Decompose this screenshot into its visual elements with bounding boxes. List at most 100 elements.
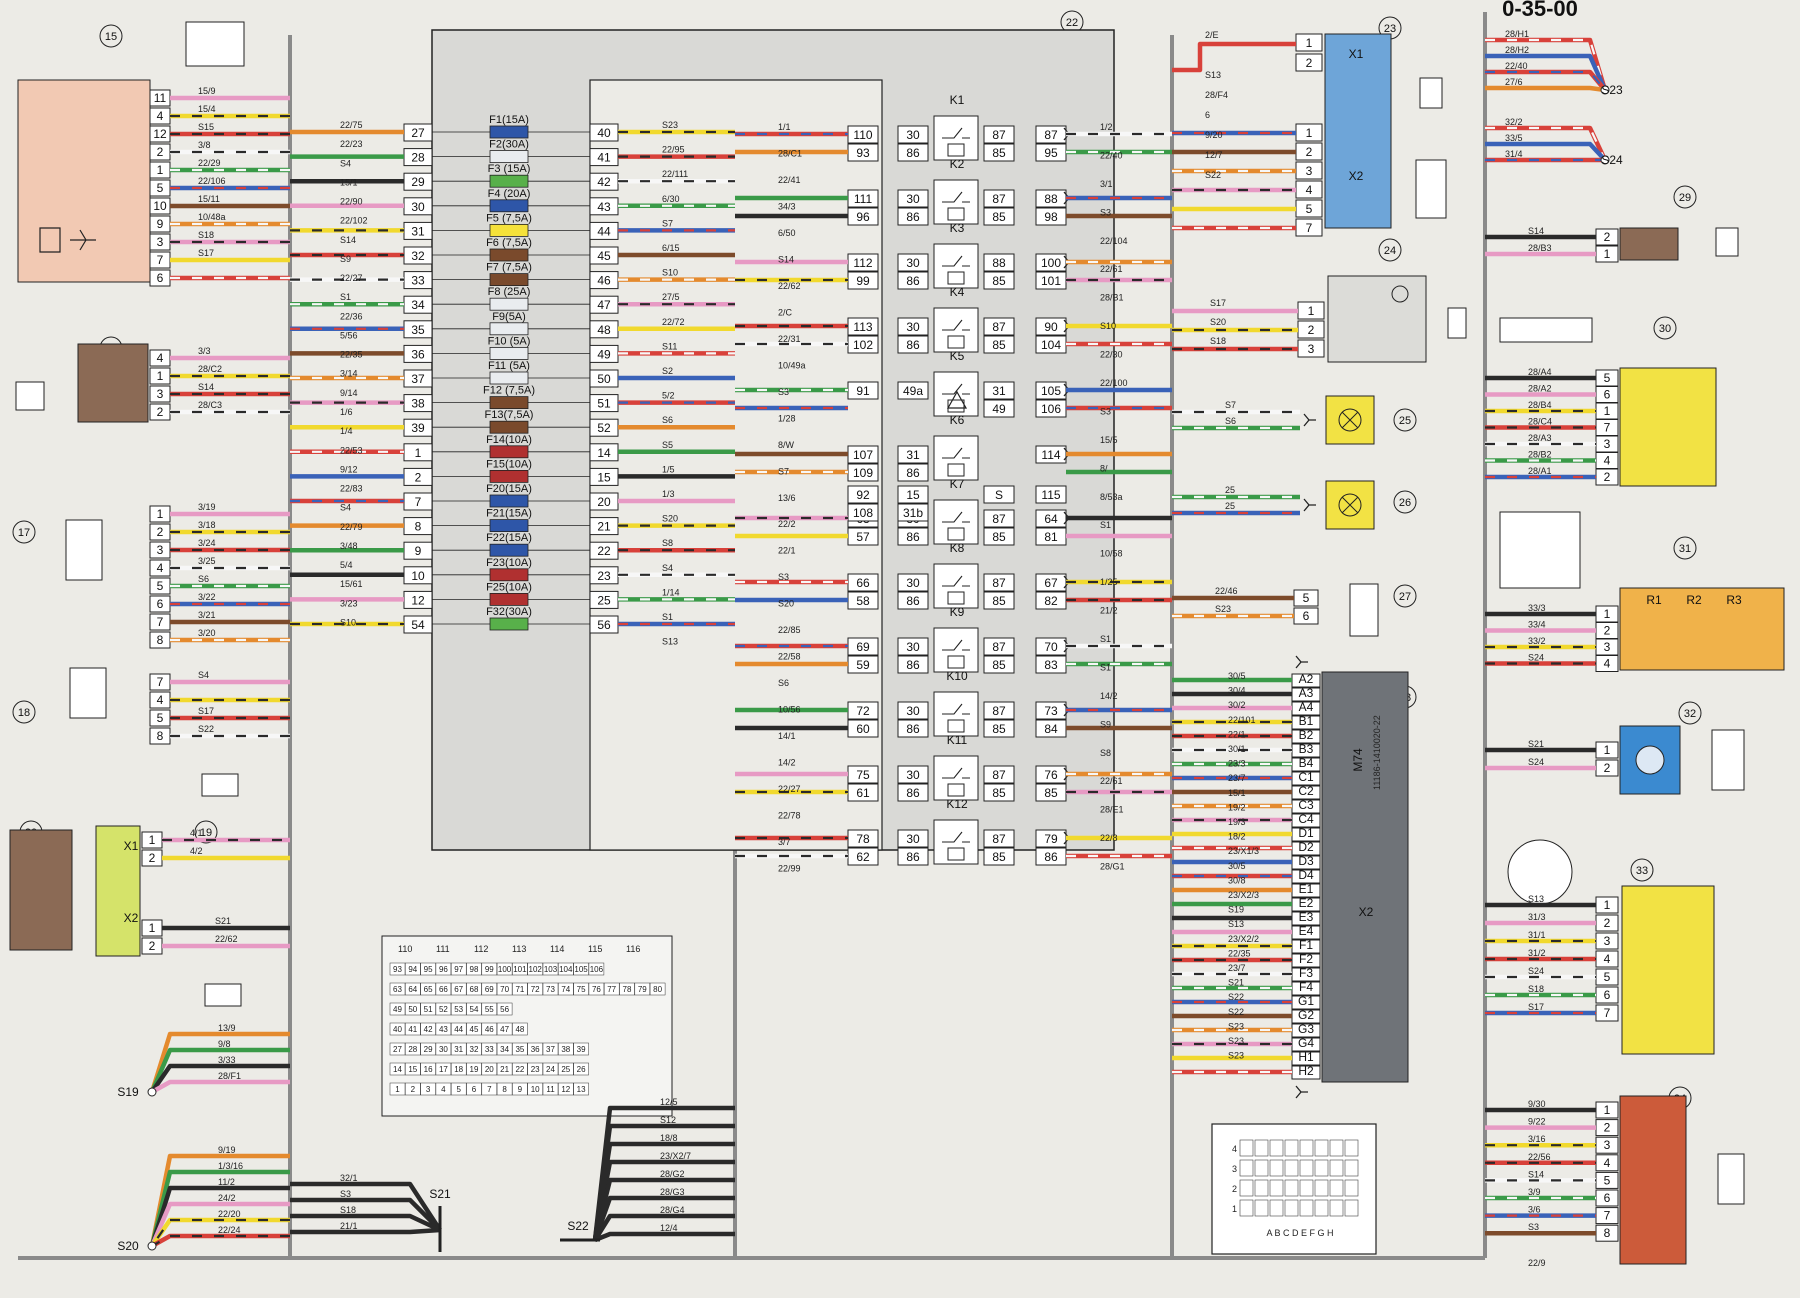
ecu-grid-cell-1-4 [1299, 1159, 1314, 1177]
relay-K7-pin-o1-label: 87 [992, 512, 1006, 526]
fuse-matrix-num-6-8: 9 [518, 1085, 523, 1094]
relay-K3-pin-o2-label: 85 [992, 274, 1006, 288]
relay-K3-pin-l2-label: 99 [856, 274, 870, 288]
relay-K9-contact-icon [942, 639, 970, 651]
c17-wire-label-7: 3/20 [198, 628, 216, 638]
ecu-wire-label-23: S22 [1228, 1007, 1244, 1017]
relay-K8-pin-r2-label: 82 [1044, 594, 1058, 608]
fuse-matrix-cell-6-4 [450, 1082, 467, 1096]
relay-out-wire-label-25: 22/8 [1100, 833, 1118, 843]
fuse-15-label: F20(15A) [486, 483, 532, 495]
fuse-matrix-cell-4-0 [389, 1042, 406, 1056]
relay-out-wire-label-20: 14/2 [1100, 691, 1118, 701]
fuse-matrix-num-4-8: 35 [515, 1045, 524, 1054]
fuse-matrix-cell-6-7 [496, 1082, 513, 1096]
callout-number-26: 26 [1399, 497, 1411, 509]
s20-label: S20 [117, 1239, 139, 1253]
relay-K8-name: K8 [950, 541, 965, 555]
ecu-wire-label-6: 23/3 [1228, 759, 1246, 769]
s22-wire-label-2: 18/8 [660, 1133, 678, 1143]
relay-K9-coil-icon [947, 655, 965, 669]
c33-pin-5-label: 6 [1604, 988, 1611, 1002]
relay-in-wire-label-9: 10/49a [778, 360, 806, 370]
ecu-pin-A3-label: A3 [1299, 686, 1314, 700]
c19-pinout-icon [204, 983, 242, 1007]
block-left-pin-37-label: 37 [411, 372, 425, 386]
c30-pin-2-label: 1 [1604, 404, 1611, 418]
relay-K8-pin-o2 [983, 591, 1015, 610]
fuse-matrix-num-2-1: 50 [408, 1005, 417, 1014]
c23-pinout-icon-2 [1415, 159, 1447, 219]
relay-K12-pin-r2-label: 86 [1044, 850, 1058, 864]
block-left-pin-29-label: 29 [411, 175, 425, 189]
relay-out-wire-label-10: S3 [1100, 406, 1111, 416]
fuse-matrix-cell-1-8 [512, 982, 528, 996]
fuse-matrix-num-6-2: 3 [426, 1085, 431, 1094]
ecu-grid-cell-2-4 [1299, 1179, 1314, 1197]
c29-pin-0-label: 2 [1604, 230, 1611, 244]
relay-K10-name: K10 [946, 669, 968, 683]
c32-pin-0-label: 1 [1604, 743, 1611, 757]
c34-pin-7-label: 8 [1604, 1226, 1611, 1240]
c23x2-pin-5-label: 7 [1306, 221, 1313, 235]
relay-K5-name: K5 [950, 349, 965, 363]
c24-pin-0-label: 1 [1308, 304, 1315, 318]
relay-K2-coil-box [933, 179, 979, 225]
relay-out-wire-label-6: 28/B1 [1100, 293, 1124, 303]
fuse-matrix-num-2-3: 52 [439, 1005, 448, 1014]
c16-pin-3-label: 2 [157, 405, 164, 419]
c33-wire-label-4: S24 [1528, 966, 1544, 976]
fuse-matrix-top-113: 113 [512, 944, 526, 954]
relay-K5-hazard-icon [946, 390, 968, 409]
relay-in-wire-label-25: 22/27 [778, 784, 801, 794]
block-right-wire-label-17: S8 [662, 538, 673, 548]
relay-K12-name: K12 [946, 797, 968, 811]
c16-wire-label-0: 3/3 [198, 346, 211, 356]
relay-K9-pin-i1-label: 30 [906, 640, 920, 654]
ecu-grid-cell-2-5 [1314, 1179, 1329, 1197]
c17-wire-label-6: 3/21 [198, 610, 216, 620]
c23-wire-label-6: 12/7 [1205, 150, 1223, 160]
c30-wire-label-3: 28/C4 [1528, 417, 1552, 427]
block-right-wire-label-20: S1 [662, 612, 673, 622]
fuse-matrix-num-4-6: 33 [485, 1045, 494, 1054]
c31-pin-2-label: 3 [1604, 640, 1611, 654]
fuse-4-body [489, 223, 529, 237]
fuse-12-label: F13(7,5A) [485, 409, 534, 421]
c23-wire-label-0: 2/E [1205, 30, 1219, 40]
fuse-8-label: F9(5A) [492, 311, 526, 323]
relay-K4-contact-icon [942, 319, 970, 331]
fuse-matrix-cell-0-12 [573, 962, 589, 976]
relay-K8-pin-o2-label: 85 [992, 594, 1006, 608]
c23-wire-label-5: 9/20 [1205, 130, 1223, 140]
ecu-grid-cols: A B C D E F G H [1266, 1228, 1333, 1238]
s21-wire-label-3: 21/1 [340, 1221, 358, 1231]
c16-pin-0-label: 4 [157, 351, 164, 365]
block-left-pin-38-label: 38 [411, 397, 425, 411]
fuse-matrix-cell-6-6 [481, 1082, 498, 1096]
c34-pin-2-label: 3 [1604, 1138, 1611, 1152]
fuse-matrix-num-1-3: 66 [439, 985, 448, 994]
ecu-wire-label-20: 23/7 [1228, 963, 1246, 973]
relay-out-wire-label-5: 22/61 [1100, 264, 1123, 274]
relay-K10-pin-i1 [897, 701, 929, 720]
c23-x1-label: X1 [1349, 47, 1364, 61]
block-right-wire-label-12: S6 [662, 415, 673, 425]
relay-K4-pin-o2-label: 85 [992, 338, 1006, 352]
c29-pinout-icon [1715, 227, 1739, 257]
block-right-pin-25-label: 25 [597, 593, 611, 607]
relay-out-wire-label-7: S10 [1100, 321, 1116, 331]
block-left-wire-label-3: 15/1 [340, 177, 358, 187]
relay-K12-pin-l1-label: 78 [856, 832, 870, 846]
c27-pin-1-label: 6 [1303, 609, 1310, 623]
fuse-matrix-cell-2-3 [435, 1002, 452, 1016]
ecu-wire-label-1: 30/4 [1228, 686, 1246, 696]
callout-circle-27 [1393, 584, 1417, 608]
c18-pin-1-label: 4 [157, 693, 164, 707]
relay-out-wire-label-3: S3 [1100, 207, 1111, 217]
c31-pin-0-label: 1 [1604, 607, 1611, 621]
fuse-matrix-cell-6-8 [512, 1082, 528, 1096]
block-right-wire-label-14: 1/5 [662, 464, 675, 474]
ecu-grid-cell-1-3 [1284, 1159, 1299, 1177]
fuse-matrix-num-6-0: 1 [395, 1085, 400, 1094]
